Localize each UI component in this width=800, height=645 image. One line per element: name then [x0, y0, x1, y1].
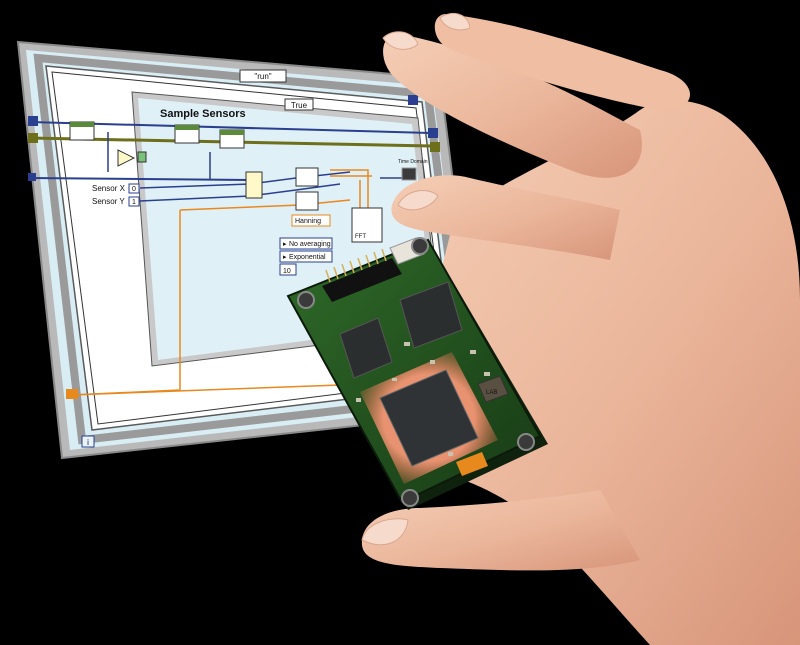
smd-components — [356, 342, 490, 456]
fft-block[interactable]: FFT — [351, 207, 383, 243]
weighting-mode-ring[interactable]: ▸ Exponential — [279, 250, 333, 263]
hand-pressing-finger — [391, 175, 620, 260]
sensor-x-index[interactable]: 0 — [128, 183, 140, 194]
window-selector-label: Hanning — [295, 218, 321, 225]
vi-block-2[interactable] — [174, 124, 200, 144]
time-domain-label: Time Domain — [398, 159, 428, 165]
averaging-mode-label: No averaging — [289, 241, 331, 248]
processor-chip-right — [399, 281, 463, 349]
average-count-constant[interactable]: 10 — [279, 263, 297, 276]
filter-block-1[interactable] — [295, 167, 319, 187]
power-inductor: LAB — [477, 375, 509, 403]
mounting-screw-icon — [297, 237, 535, 507]
iteration-terminal: i — [81, 435, 95, 448]
ring-arrow-icon: ▸ — [283, 254, 287, 261]
sensor-y-label: Sensor Y — [92, 197, 125, 206]
middle-fingernail — [439, 12, 471, 31]
iteration-terminal-label: i — [87, 438, 89, 447]
inductor-marking: LAB — [486, 390, 497, 396]
vi-block-3[interactable] — [219, 129, 245, 149]
orange-connector — [456, 452, 488, 476]
filter-block-2[interactable] — [295, 191, 319, 211]
fpga-chip — [379, 369, 479, 467]
pin-header — [322, 248, 402, 302]
sensor-x-index-value: 0 — [132, 186, 136, 193]
weighting-mode-label: Exponential — [289, 254, 326, 261]
case-selector-outer[interactable]: "run" — [239, 69, 287, 83]
hand-index-finger — [383, 34, 642, 178]
sensor-y-index[interactable]: 1 — [128, 196, 140, 207]
shift-register-left — [28, 116, 78, 399]
embedded-module-board: LAB — [286, 237, 548, 510]
ring-arrow-icon: ▸ — [283, 241, 287, 248]
shift-register-right — [408, 95, 440, 152]
pressing-fingernail — [397, 190, 439, 211]
case-selector-outer-label: "run" — [254, 72, 271, 81]
case-selector-inner-label: True — [291, 101, 308, 110]
time-domain-graph[interactable] — [401, 167, 417, 181]
build-array-block[interactable] — [245, 171, 263, 199]
index-fingernail — [382, 31, 419, 50]
sample-sensors-title: Sample Sensors — [160, 108, 246, 120]
window-selector[interactable]: Hanning — [291, 214, 331, 227]
thumbnail — [361, 518, 409, 546]
fft-block-label: FFT — [355, 234, 366, 240]
averaging-mode-ring[interactable]: ▸ No averaging — [279, 237, 333, 250]
gain-block[interactable] — [117, 149, 147, 167]
hand — [361, 12, 800, 645]
average-count-value: 10 — [283, 268, 291, 275]
sensor-y-index-value: 1 — [132, 199, 136, 206]
vi-block-1[interactable] — [69, 121, 95, 141]
hand-middle-finger — [434, 14, 690, 111]
processor-chip-left — [339, 317, 393, 379]
sensor-x-label: Sensor X — [92, 184, 126, 193]
case-selector-inner[interactable]: True — [284, 98, 314, 111]
hand-thumb — [361, 490, 640, 571]
